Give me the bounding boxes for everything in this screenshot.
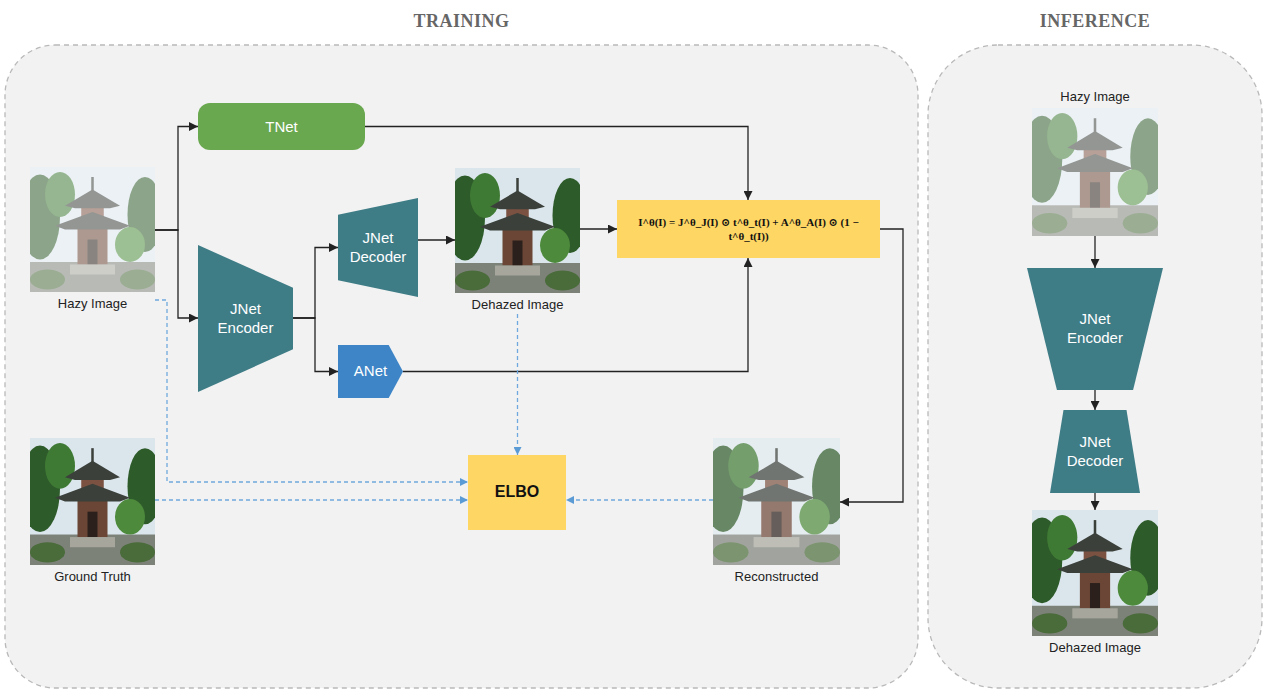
ground bbox=[30, 535, 155, 565]
sky bbox=[30, 167, 155, 292]
pagoda-door bbox=[513, 241, 523, 266]
inference-panel: INFERENCEHazy ImageJNet EncoderJNet Deco… bbox=[928, 45, 1262, 688]
scene-photo bbox=[1032, 108, 1158, 236]
sky bbox=[713, 438, 840, 565]
tree bbox=[115, 499, 145, 535]
encoder-trapezoid: JNet Encoder bbox=[198, 245, 293, 392]
connector bbox=[155, 230, 198, 318]
scene-photo bbox=[30, 438, 155, 565]
shape-fill bbox=[1027, 268, 1163, 390]
scene-photo bbox=[455, 168, 580, 293]
box-label: TNet bbox=[265, 117, 298, 137]
training-panel: TRAININGTNetHazy ImageJNet EncoderJNet D… bbox=[5, 45, 918, 688]
connector bbox=[155, 127, 198, 231]
connector bbox=[1094, 390, 1095, 410]
tree bbox=[1047, 515, 1077, 560]
dashed-connector bbox=[517, 314, 518, 455]
steps bbox=[495, 266, 540, 276]
shape-fill bbox=[198, 245, 293, 392]
pagoda-roof bbox=[480, 213, 555, 231]
tree bbox=[1118, 570, 1148, 605]
block-label: JNet Decoder bbox=[345, 229, 411, 267]
tree bbox=[540, 228, 570, 263]
pagoda-roof bbox=[55, 484, 130, 502]
tnet-box: TNet bbox=[198, 103, 365, 150]
inference-panel-outline bbox=[928, 45, 1262, 688]
shape-fill bbox=[338, 198, 418, 297]
connector bbox=[1094, 236, 1095, 268]
scene-photo bbox=[1032, 510, 1158, 636]
haze-overlay bbox=[30, 167, 155, 292]
pagoda-roof bbox=[490, 191, 545, 210]
image-caption: Hazy Image bbox=[30, 295, 155, 313]
ground-truth-image: Ground Truth bbox=[30, 438, 155, 586]
connector bbox=[418, 239, 455, 240]
image-caption: Reconstructed bbox=[713, 568, 840, 586]
tree bbox=[470, 173, 500, 218]
image-caption: Hazy Image bbox=[1032, 88, 1158, 106]
bush bbox=[30, 542, 65, 562]
scene-photo bbox=[713, 438, 840, 565]
hazy-image: Hazy Image bbox=[30, 167, 155, 313]
reconstructed-image: Reconstructed bbox=[713, 438, 840, 586]
connector bbox=[293, 248, 338, 319]
connector bbox=[293, 318, 338, 372]
haze-overlay bbox=[713, 438, 840, 565]
block-label: JNet Encoder bbox=[211, 300, 281, 338]
connector bbox=[1094, 493, 1095, 510]
tree bbox=[45, 443, 75, 489]
panel-heading: TRAINING bbox=[5, 10, 918, 32]
panel-heading: INFERENCE bbox=[928, 10, 1262, 32]
pagoda-roof bbox=[1067, 533, 1122, 552]
steps bbox=[70, 537, 115, 547]
shape-fill bbox=[338, 345, 403, 398]
elbo-box: ELBO bbox=[468, 455, 566, 530]
haze-overlay bbox=[1032, 108, 1158, 236]
pagoda-door bbox=[88, 512, 98, 537]
formula-box: I^θ(I) = J^θ_J(I) ⊙ t^θ_t(I) + A^θ_A(I) … bbox=[617, 200, 880, 258]
bush bbox=[1032, 613, 1067, 633]
pagoda-roof bbox=[1057, 555, 1133, 573]
dehazed-image: Dehazed Image bbox=[455, 168, 580, 314]
pagoda-spire bbox=[516, 178, 519, 192]
pagoda-spire bbox=[1094, 520, 1097, 534]
shape-fill bbox=[1050, 410, 1140, 493]
box-label: ELBO bbox=[495, 482, 539, 503]
bush bbox=[545, 271, 580, 291]
anet-pentagon: ANet bbox=[338, 345, 403, 398]
pagoda-spire bbox=[91, 448, 94, 462]
bush bbox=[120, 542, 155, 562]
dashed-connector bbox=[155, 499, 468, 500]
box-label: I^θ(I) = J^θ_J(I) ⊙ t^θ_t(I) + A^θ_A(I) … bbox=[625, 215, 872, 244]
bush bbox=[1123, 613, 1158, 633]
block-label: ANet bbox=[354, 362, 387, 381]
image-caption: Ground Truth bbox=[30, 568, 155, 586]
dashed-connector bbox=[566, 499, 713, 500]
connector bbox=[840, 229, 903, 502]
ground bbox=[455, 263, 580, 293]
training-panel-outline bbox=[5, 45, 918, 688]
dehazed-image: Dehazed Image bbox=[1032, 510, 1158, 657]
pagoda-roof bbox=[65, 461, 120, 480]
ground bbox=[1032, 606, 1158, 636]
connector bbox=[580, 228, 617, 229]
steps bbox=[1072, 608, 1117, 618]
block-label: JNet Encoder bbox=[1055, 310, 1135, 348]
image-caption: Dehazed Image bbox=[455, 296, 580, 314]
connector bbox=[403, 258, 748, 372]
encoder-trapezoid: JNet Encoder bbox=[1027, 268, 1163, 390]
hazy-image: Hazy Image bbox=[1032, 88, 1158, 236]
block-label: JNet Decoder bbox=[1060, 433, 1130, 471]
sky bbox=[1032, 108, 1158, 236]
decoder-trapezoid: JNet Decoder bbox=[1050, 410, 1140, 493]
decoder-trapezoid: JNet Decoder bbox=[338, 198, 418, 297]
pagoda-door bbox=[1090, 583, 1100, 608]
image-caption: Dehazed Image bbox=[1032, 639, 1158, 657]
bush bbox=[455, 271, 490, 291]
scene-photo bbox=[30, 167, 155, 292]
